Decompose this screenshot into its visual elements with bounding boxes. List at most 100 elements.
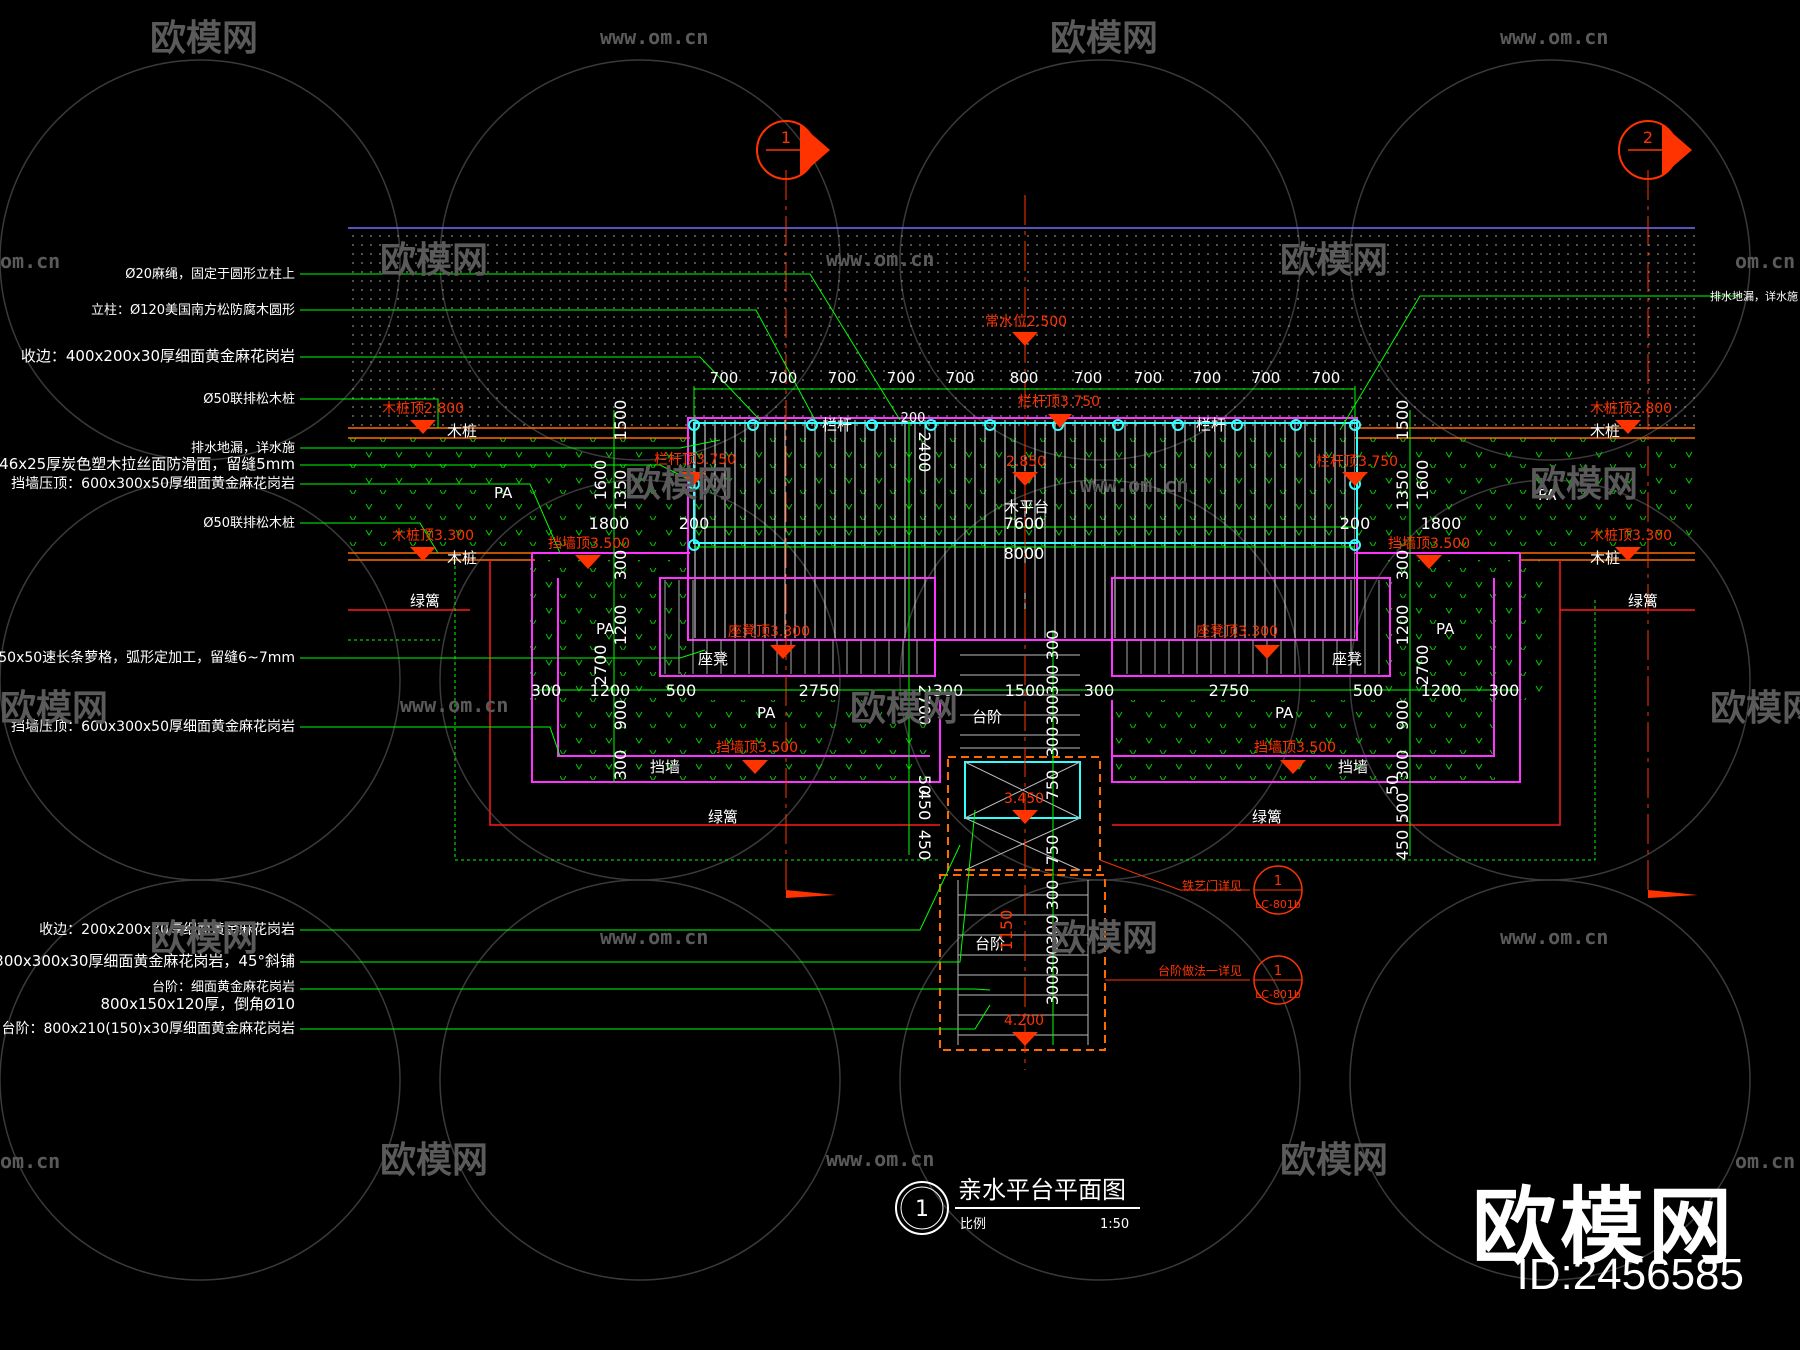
svg-text:300: 300 (1043, 880, 1062, 911)
svg-text:500: 500 (1353, 681, 1384, 700)
svg-text:木桩: 木桩 (1590, 422, 1620, 440)
svg-text:台阶：800x210(150)x30厚细面黄金麻花岗岩: 台阶：800x210(150)x30厚细面黄金麻花岗岩 (2, 1020, 295, 1037)
svg-text:www.om.cn: www.om.cn (826, 247, 934, 271)
svg-text:1200: 1200 (590, 681, 631, 700)
svg-text:收边：200x200x30厚细面黄金麻花岗岩: 收边：200x200x30厚细面黄金麻花岗岩 (39, 921, 295, 938)
svg-text:300: 300 (1393, 750, 1412, 781)
svg-text:300: 300 (1393, 550, 1412, 581)
svg-text:1200: 1200 (1393, 605, 1412, 646)
svg-text:2700: 2700 (1413, 645, 1432, 686)
svg-text:om.cn: om.cn (1735, 1149, 1795, 1173)
detail-ref-2: 台阶做法一详见 1 LC-801b (1105, 955, 1303, 1005)
svg-text:Ø50联排松木桩: Ø50联排松木桩 (203, 516, 295, 531)
svg-text:1600: 1600 (591, 460, 610, 501)
top-dims: 700 700 700 700 700 800 700 700 700 700 … (710, 369, 1341, 387)
svg-text:450: 450 (915, 790, 934, 821)
svg-text:挡墙顶3.500: 挡墙顶3.500 (716, 740, 798, 756)
svg-text:栏杆: 栏杆 (822, 416, 852, 434)
dims-horizontal: 200 200 200 7600 8000 1800 1800 300 1200… (531, 411, 1520, 700)
svg-text:欧模网: 欧模网 (150, 918, 258, 959)
svg-text:900: 900 (1393, 700, 1412, 731)
svg-text:欧模网: 欧模网 (1530, 464, 1638, 505)
svg-text:www.om.cn: www.om.cn (600, 25, 708, 49)
svg-text:欧模网: 欧模网 (1710, 688, 1800, 729)
svg-text:700: 700 (946, 369, 975, 387)
svg-text:2750: 2750 (1209, 681, 1250, 700)
svg-text:亲水平台平面图: 亲水平台平面图 (958, 1176, 1126, 1204)
bench-left (659, 577, 936, 677)
svg-text:台阶: 台阶 (975, 935, 1005, 953)
svg-text:绿篱: 绿篱 (1628, 592, 1658, 610)
watermark-circles (0, 59, 1751, 1281)
svg-text:50: 50 (915, 775, 934, 795)
svg-text:700: 700 (769, 369, 798, 387)
deck-boards (690, 420, 1355, 638)
svg-text:栏杆顶3.750: 栏杆顶3.750 (1018, 394, 1100, 410)
svg-text:挡墙压顶：600x300x50厚细面黄金麻花岗岩: 挡墙压顶：600x300x50厚细面黄金麻花岗岩 (11, 475, 295, 492)
svg-text:绿篱: 绿篱 (708, 808, 738, 826)
svg-text:1: 1 (1274, 964, 1282, 979)
svg-text:800: 800 (1010, 369, 1039, 387)
svg-text:www.om.cn: www.om.cn (1500, 925, 1608, 949)
svg-text:栏杆: 栏杆 (1196, 416, 1226, 434)
svg-text:450: 450 (915, 830, 934, 861)
svg-text:座凳: 座凳 (1332, 650, 1362, 668)
svg-text:7600: 7600 (1004, 514, 1045, 533)
svg-text:木桩顶3.300: 木桩顶3.300 (392, 527, 474, 544)
svg-text:Ø50联排松木桩: Ø50联排松木桩 (203, 392, 295, 407)
svg-text:2700: 2700 (915, 685, 934, 726)
svg-text:排水地漏，详水施: 排水地漏，详水施 (191, 440, 295, 456)
svg-text:3.450: 3.450 (1004, 791, 1044, 807)
watermark-id: ID:2456585 (1516, 1250, 1744, 1299)
svg-text:2.850: 2.850 (1006, 454, 1046, 470)
svg-text:座凳顶3.300: 座凳顶3.300 (1196, 624, 1278, 640)
svg-text:欧模网: 欧模网 (1280, 240, 1388, 281)
svg-text:om.cn: om.cn (1735, 249, 1795, 273)
svg-text:500: 500 (1393, 793, 1412, 824)
svg-text:700: 700 (1252, 369, 1281, 387)
svg-text:om.cn: om.cn (0, 1149, 60, 1173)
svg-text:2700: 2700 (591, 645, 610, 686)
svg-text:300: 300 (1043, 727, 1062, 758)
svg-text:www.om.cn: www.om.cn (1080, 473, 1188, 497)
dimension-lines (532, 386, 1520, 1045)
stair-core (960, 654, 1080, 749)
svg-text:挡墙: 挡墙 (1338, 758, 1368, 776)
svg-text:300: 300 (1043, 975, 1062, 1006)
svg-text:300x300x30厚细面黄金麻花岗岩，45°斜铺: 300x300x30厚细面黄金麻花岗岩，45°斜铺 (0, 952, 295, 970)
svg-text:1200: 1200 (1421, 681, 1462, 700)
railing-posts (688, 419, 1361, 551)
svg-text:绿篱: 绿篱 (1252, 808, 1282, 826)
watermark-brand-large: 欧模网 (1471, 1178, 1736, 1276)
detail-ref-1: 铁艺门详见 1 LC-801b (1099, 859, 1303, 915)
svg-text:栏杆顶3.750: 栏杆顶3.750 (1316, 454, 1398, 470)
svg-text:www.om.cn: www.om.cn (1500, 25, 1608, 49)
svg-text:700: 700 (1074, 369, 1103, 387)
svg-text:1:50: 1:50 (1100, 1217, 1129, 1232)
svg-text:1500: 1500 (1005, 681, 1046, 700)
svg-text:1350: 1350 (1393, 470, 1412, 511)
svg-text:300: 300 (1043, 945, 1062, 976)
svg-text:4.200: 4.200 (1004, 1013, 1044, 1029)
svg-text:比例: 比例 (960, 1217, 986, 1232)
svg-text:欧模网: 欧模网 (850, 688, 958, 729)
drawing-title: 1 亲水平台平面图 比例 1:50 (895, 1176, 1140, 1235)
svg-text:200: 200 (901, 411, 926, 426)
bench-right (1111, 577, 1391, 677)
svg-text:1500: 1500 (1393, 400, 1412, 441)
svg-text:LC-801b: LC-801b (1255, 898, 1301, 911)
svg-text:1150: 1150 (997, 910, 1016, 951)
svg-text:欧模网: 欧模网 (1050, 18, 1158, 59)
gate-box (947, 756, 1101, 871)
svg-text:www.om.cn: www.om.cn (826, 1147, 934, 1171)
svg-text:300: 300 (1043, 630, 1062, 661)
svg-text:50: 50 (1383, 775, 1402, 795)
svg-text:欧模网: 欧模网 (0, 688, 108, 729)
svg-text:www.om.cn: www.om.cn (400, 693, 508, 717)
svg-text:PA: PA (596, 620, 615, 638)
svg-text:栏杆顶3.750: 栏杆顶3.750 (654, 452, 736, 468)
svg-text:700: 700 (1134, 369, 1163, 387)
svg-text:挡墙: 挡墙 (650, 758, 680, 776)
svg-text:1: 1 (915, 1197, 929, 1222)
svg-text:木桩顶3.300: 木桩顶3.300 (1590, 527, 1672, 544)
